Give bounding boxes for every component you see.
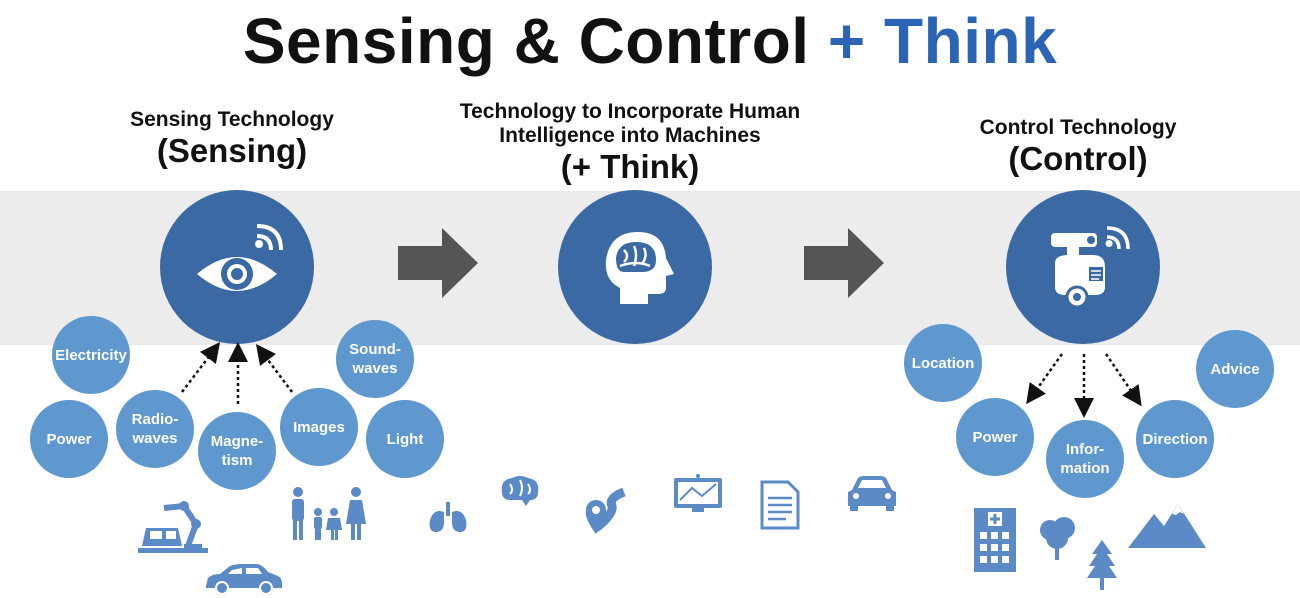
robot-with-signal-icon (1051, 226, 1130, 309)
car-front-icon (848, 476, 896, 511)
hospital-building-icon (974, 508, 1016, 572)
think-label: (+ Think) (560, 148, 700, 185)
tree-icon (1040, 517, 1075, 560)
title-main: Sensing & Control (242, 5, 810, 77)
bubble-magnetism-line1: Magne- (210, 433, 264, 450)
arrow-sensing-to-think (398, 228, 478, 298)
bubble-images: Images (280, 388, 358, 466)
bubble-magnetism: Magne- tism (198, 412, 276, 490)
page-title: Sensing & Control + Think (0, 4, 1300, 78)
mountain-icon (1128, 504, 1206, 548)
bubble-direction-label: Direction (1142, 430, 1208, 448)
bubble-power-control: Power (956, 398, 1034, 476)
sensing-label: (Sensing) (156, 132, 308, 169)
bubble-light-label: Light (386, 430, 424, 448)
bubble-advice-label: Advice (1210, 360, 1260, 378)
think-heading: Technology to Incorporate Human Intellig… (420, 100, 840, 186)
bubble-information-line1: Infor- (1065, 441, 1105, 458)
bubble-magnetism-line2: tism (221, 452, 253, 469)
bubble-radiowaves: Radio- waves (116, 390, 194, 468)
bubble-advice: Advice (1196, 330, 1274, 408)
control-label: (Control) (1008, 140, 1148, 177)
eye-with-signal-icon (197, 224, 283, 291)
brain-icon (501, 476, 539, 506)
bubble-power-sensing: Power (30, 400, 108, 478)
dotted-arrow-radiowaves (181, 342, 221, 393)
dotted-arrow-direction (1104, 353, 1142, 407)
bubble-soundwaves-line2: waves (352, 360, 398, 377)
bubble-radiowaves-line1: Radio- (131, 411, 179, 428)
lungs-icon (429, 502, 467, 532)
control-circle (1006, 190, 1160, 344)
arrow-think-to-control (804, 228, 884, 298)
bubble-light: Light (366, 400, 444, 478)
factory-robot-icon (138, 501, 208, 553)
dotted-arrow-power (1026, 353, 1064, 405)
head-with-brain-icon (605, 232, 674, 304)
bubble-electricity: Electricity (52, 316, 130, 394)
sensing-heading: Sensing Technology (Sensing) (82, 108, 382, 170)
control-heading: Control Technology (Control) (928, 116, 1228, 178)
document-icon (760, 480, 800, 530)
bubble-power-control-label: Power (972, 428, 1018, 446)
car-icon (206, 564, 282, 595)
bubble-power-label: Power (46, 430, 92, 448)
bubble-soundwaves: Sound- waves (336, 320, 414, 398)
think-circle (558, 190, 712, 344)
bubble-direction: Direction (1136, 400, 1214, 478)
map-monitor-icon (674, 474, 722, 512)
sensing-subtitle: Sensing Technology (130, 108, 334, 131)
control-subtitle: Control Technology (979, 116, 1177, 139)
bubble-location: Location (904, 324, 982, 402)
think-subtitle-line2: Intelligence into Machines (499, 124, 761, 147)
pine-tree-icon (1087, 540, 1117, 590)
bubble-information-line2: mation (1060, 460, 1110, 477)
sensing-circle (160, 190, 314, 344)
bubble-radiowaves-line2: waves (132, 430, 178, 447)
bubble-soundwaves-line1: Sound- (349, 341, 401, 358)
think-subtitle-line1: Technology to Incorporate Human (459, 100, 801, 123)
family-icon (292, 487, 366, 540)
bubble-images-label: Images (293, 418, 345, 436)
dotted-arrow-images (256, 344, 293, 393)
route-pin-icon (585, 487, 626, 534)
bubble-electricity-label: Electricity (55, 346, 127, 364)
bubble-location-label: Location (911, 354, 975, 372)
bubble-information: Infor- mation (1046, 420, 1124, 498)
title-accent: + Think (827, 5, 1058, 77)
